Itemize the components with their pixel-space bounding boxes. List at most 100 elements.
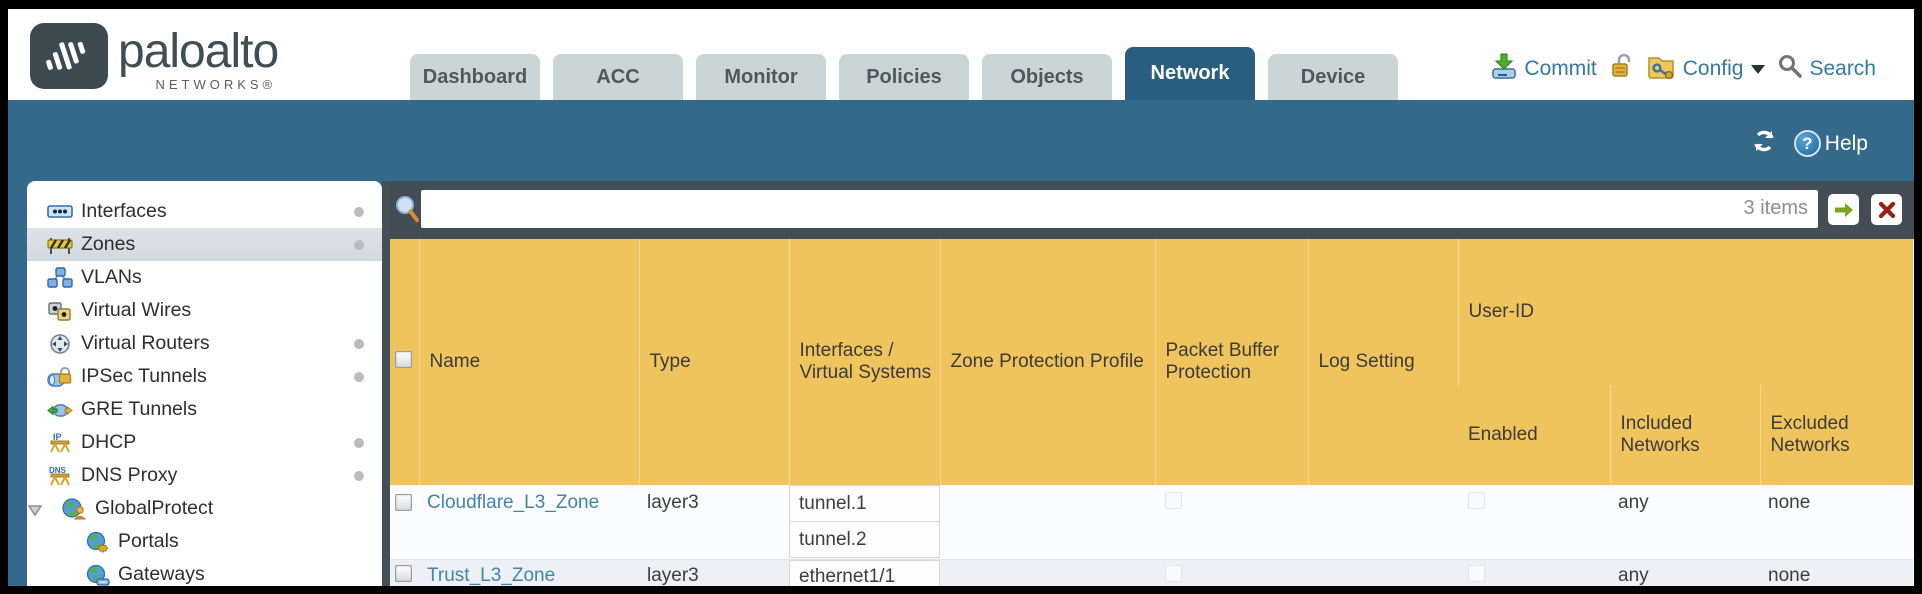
commit-button[interactable]: Commit (1490, 52, 1597, 86)
column-header-name[interactable]: Name (418, 239, 639, 485)
sidebar-item-label: Virtual Wires (81, 299, 192, 321)
zones-content: 3 items (390, 181, 1914, 586)
zones-table: Name Type Interfaces / Virtual Systems Z… (390, 239, 1913, 586)
band-icons: ? Help (1750, 128, 1868, 159)
enabled-checkbox[interactable] (1468, 492, 1485, 509)
gateways-icon (84, 564, 110, 586)
user-id-group-header: User-ID (1457, 239, 1913, 385)
sidebar-item-label: Portals (118, 530, 179, 552)
sidebar-item-dns-proxy[interactable]: DNS DNS Proxy (27, 459, 382, 492)
panel-divider[interactable] (382, 181, 390, 586)
commit-icon (1490, 52, 1518, 86)
sidebar-item-interfaces[interactable]: Interfaces (27, 195, 382, 228)
tab-dashboard[interactable]: Dashboard (410, 54, 540, 100)
sidebar-item-zones[interactable]: Zones (27, 228, 382, 261)
interfaces-icon (47, 201, 73, 223)
config-label: Config (1682, 57, 1744, 80)
column-header-excluded-networks[interactable]: Excluded Networks (1759, 385, 1913, 485)
lock-icon[interactable] (1609, 52, 1635, 86)
table-row: Cloudflare_L3_Zone layer3 tunnel.1 tunne… (390, 485, 1913, 560)
sidebar-item-portals[interactable]: Portals (27, 525, 382, 558)
logo-networks-label: NETWORKS® (155, 77, 277, 92)
config-icon (1647, 52, 1677, 86)
refresh-button[interactable] (1750, 128, 1778, 159)
sidebar-item-label: Gateways (118, 563, 205, 585)
sidebar-item-label: IPSec Tunnels (81, 365, 207, 387)
tab-device[interactable]: Device (1268, 54, 1398, 100)
sidebar-item-label: DHCP (81, 431, 137, 453)
excluded-networks-cell: none (1760, 485, 1913, 560)
app-window: paloalto NETWORKS® Dashboard ACC Monitor… (8, 9, 1914, 586)
paloalto-logo: paloalto NETWORKS® (30, 23, 279, 92)
presence-dot (354, 207, 364, 217)
paloalto-logo-icon (30, 23, 108, 89)
network-sidebar: Interfaces Zones (27, 181, 382, 586)
packet-buffer-checkbox[interactable] (1165, 564, 1182, 582)
column-header-zone-protection-profile[interactable]: Zone Protection Profile (939, 239, 1155, 485)
interfaces-cell: tunnel.1 tunnel.2 (789, 485, 940, 560)
sidebar-item-virtual-wires[interactable]: Virtual Wires (27, 294, 382, 327)
zone-name-link[interactable]: Trust_L3_Zone (427, 565, 556, 586)
sidebar-item-ipsec-tunnels[interactable]: IPSec Tunnels (27, 360, 382, 393)
arrow-right-icon (1834, 202, 1853, 217)
vlans-icon (47, 266, 73, 289)
excluded-networks-cell: none (1760, 559, 1913, 586)
row-checkbox[interactable] (395, 564, 412, 582)
config-button[interactable]: Config (1647, 52, 1766, 86)
tab-objects[interactable]: Objects (982, 54, 1112, 100)
sidebar-item-gre-tunnels[interactable]: GRE Tunnels (27, 393, 382, 426)
virtual-wires-icon (47, 300, 73, 322)
column-header-type[interactable]: Type (638, 239, 789, 485)
tab-network[interactable]: Network (1125, 47, 1255, 100)
expander-icon[interactable] (27, 501, 43, 524)
gre-tunnels-icon (47, 399, 73, 421)
dhcp-icon: IP (47, 432, 73, 454)
select-all-checkbox[interactable] (395, 350, 412, 368)
sidebar-item-label: GRE Tunnels (81, 398, 197, 420)
column-header-packet-buffer-protection[interactable]: Packet Buffer Protection (1154, 239, 1308, 485)
presence-dot (354, 471, 364, 481)
dns-proxy-icon: DNS (47, 465, 73, 487)
help-icon: ? (1793, 130, 1821, 157)
header-utilities: Commit Con (1490, 52, 1876, 86)
help-button[interactable]: ? Help (1793, 130, 1868, 157)
presence-dot (354, 339, 364, 349)
sidebar-item-vlans[interactable]: VLANs (27, 261, 382, 294)
column-header-enabled[interactable]: Enabled (1458, 385, 1610, 485)
filter-input[interactable] (421, 190, 1818, 228)
sidebar-item-virtual-routers[interactable]: Virtual Routers (27, 327, 382, 360)
sidebar-item-globalprotect[interactable]: GlobalProtect (27, 492, 382, 525)
interface-entry: ethernet1/1 (789, 559, 940, 586)
interface-entry: tunnel.1 (789, 485, 940, 522)
sidebar-item-dhcp[interactable]: IP DHCP (27, 426, 382, 459)
search-button[interactable]: Search (1777, 53, 1876, 85)
column-header-interfaces[interactable]: Interfaces / Virtual Systems (788, 239, 940, 485)
enabled-checkbox[interactable] (1468, 564, 1485, 582)
sidebar-item-label: Zones (81, 233, 136, 255)
clear-filter-button[interactable] (1871, 194, 1902, 225)
search-label: Search (1809, 57, 1876, 80)
row-checkbox[interactable] (395, 494, 412, 511)
tab-acc[interactable]: ACC (553, 54, 683, 100)
select-all-header (390, 239, 419, 485)
sidebar-item-label: DNS Proxy (81, 464, 178, 486)
zone-name-link[interactable]: Cloudflare_L3_Zone (427, 492, 600, 513)
sidebar-item-label: Interfaces (81, 200, 167, 222)
apply-filter-button[interactable] (1828, 194, 1859, 225)
sidebar-item-label: GlobalProtect (95, 497, 214, 519)
filter-input-wrap: 3 items (421, 190, 1818, 228)
table-row: Trust_L3_Zone layer3 ethernet1/1 any non… (390, 559, 1913, 586)
sidebar-item-label: VLANs (81, 266, 142, 288)
logo-wordmark: paloalto (118, 25, 279, 78)
sidebar-item-gateways[interactable]: Gateways (27, 558, 382, 586)
zone-protection-cell (940, 485, 1155, 560)
tab-policies[interactable]: Policies (839, 54, 969, 100)
tab-monitor[interactable]: Monitor (696, 54, 826, 100)
svg-text:IP: IP (53, 432, 62, 442)
column-header-log-setting[interactable]: Log Setting (1307, 239, 1458, 485)
presence-dot (354, 240, 364, 250)
packet-buffer-checkbox[interactable] (1165, 492, 1182, 509)
log-setting-cell (1308, 559, 1458, 586)
column-header-included-networks[interactable]: Included Networks (1609, 385, 1760, 485)
